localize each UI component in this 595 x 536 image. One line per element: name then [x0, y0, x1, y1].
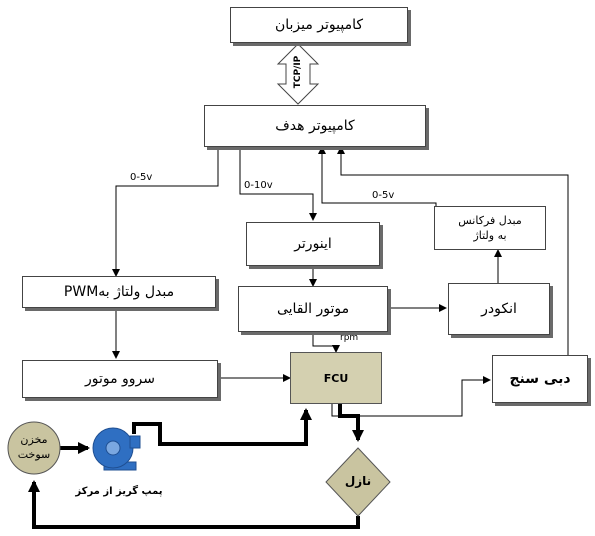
nozzle-label: نازل — [344, 474, 372, 488]
edge-label-0-10v: 0-10v — [244, 180, 273, 191]
host-computer-box: کامپیوتر میزبان — [230, 7, 408, 43]
fuel-line-nozzle-to-tank — [28, 480, 360, 529]
line-freqconv-to-target — [318, 146, 437, 226]
fuel-tank-label-1: مخزن — [20, 433, 48, 446]
fcu-label: FCU — [323, 371, 349, 385]
flow-meter-label: دبی سنج — [509, 371, 571, 387]
induction-motor-box: موتور القایی — [238, 286, 388, 332]
fuel-tank-label: مخزن سوخت — [10, 432, 58, 462]
target-computer-box: کامپیوتر هدف — [204, 105, 426, 147]
servo-motor-box: سروو موتور — [22, 360, 218, 398]
edge-label-rpm: rpm — [340, 333, 359, 343]
line-motor-to-fcu — [312, 332, 340, 353]
pwm-converter-label: مبدل ولتاژ بهPWM — [63, 284, 175, 300]
freq-converter-label-1: مبدل فرکانس — [458, 214, 522, 227]
tcpip-double-arrow — [276, 43, 320, 105]
edge-label-0-5v-right: 0-5v — [372, 190, 395, 201]
host-computer-label: کامپیوتر میزبان — [274, 17, 364, 33]
fuel-tank-label-2: سوخت — [17, 448, 51, 461]
freq-converter-box: مبدل فرکانس به ولتاژ — [434, 206, 546, 250]
target-computer-label: کامپیوتر هدف — [275, 118, 355, 134]
fuel-line-fcu-to-nozzle — [338, 404, 364, 442]
inverter-label: اینورتر — [294, 236, 332, 252]
edge-label-0-5v-left: 0-5v — [130, 172, 153, 183]
fcu-box: FCU — [290, 352, 382, 404]
fuel-tank-shape — [7, 421, 61, 475]
line-flowmeter-to-target — [337, 146, 569, 355]
servo-motor-label: سروو موتور — [84, 371, 156, 387]
line-target-to-pwm — [112, 148, 219, 277]
tcpip-label: TCP/IP — [293, 55, 303, 89]
pump-label: پمپ گریز از مرکز — [75, 486, 163, 497]
nozzle-shape — [325, 447, 391, 517]
pwm-converter-box: مبدل ولتاژ بهPWM — [22, 276, 216, 308]
fuel-line-pump-to-fcu — [132, 408, 312, 446]
encoder-label: انکودر — [481, 301, 517, 317]
induction-motor-label: موتور القایی — [276, 301, 350, 317]
line-fcu-to-flowmeter — [331, 376, 491, 417]
freq-converter-label-2: به ولتاژ — [473, 229, 507, 242]
flow-meter-box: دبی سنج — [492, 355, 588, 403]
line-target-to-inverter — [239, 148, 317, 221]
encoder-box: انکودر — [448, 283, 550, 335]
inverter-box: اینورتر — [246, 222, 380, 266]
pump-icon — [92, 427, 141, 471]
